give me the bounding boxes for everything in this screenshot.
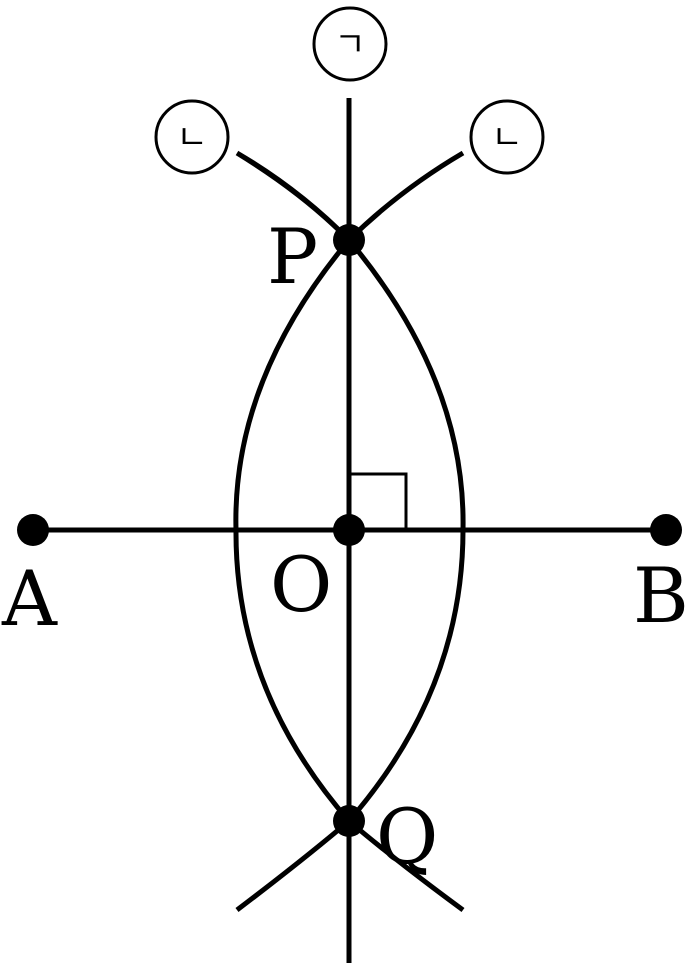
right-angle-mark — [351, 472, 408, 528]
step-label-arc-left: ㄴ — [176, 118, 207, 158]
label-q: Q — [376, 792, 438, 881]
point-a-dot — [17, 514, 49, 546]
label-o: O — [270, 540, 332, 629]
step-label-perpendicular: ㄱ — [334, 25, 365, 65]
label-b: B — [633, 551, 689, 640]
step-label-arc-right: ㄴ — [491, 118, 522, 158]
point-b-dot — [650, 514, 682, 546]
step-marker-perpendicular: ㄱ — [312, 6, 388, 82]
step-marker-arc-right: ㄴ — [469, 99, 545, 175]
point-p-dot — [333, 224, 365, 256]
step-marker-arc-left: ㄴ — [154, 99, 230, 175]
point-o-dot — [333, 514, 365, 546]
point-q-dot — [333, 805, 365, 837]
label-a: A — [1, 554, 58, 643]
label-p: P — [267, 212, 318, 301]
